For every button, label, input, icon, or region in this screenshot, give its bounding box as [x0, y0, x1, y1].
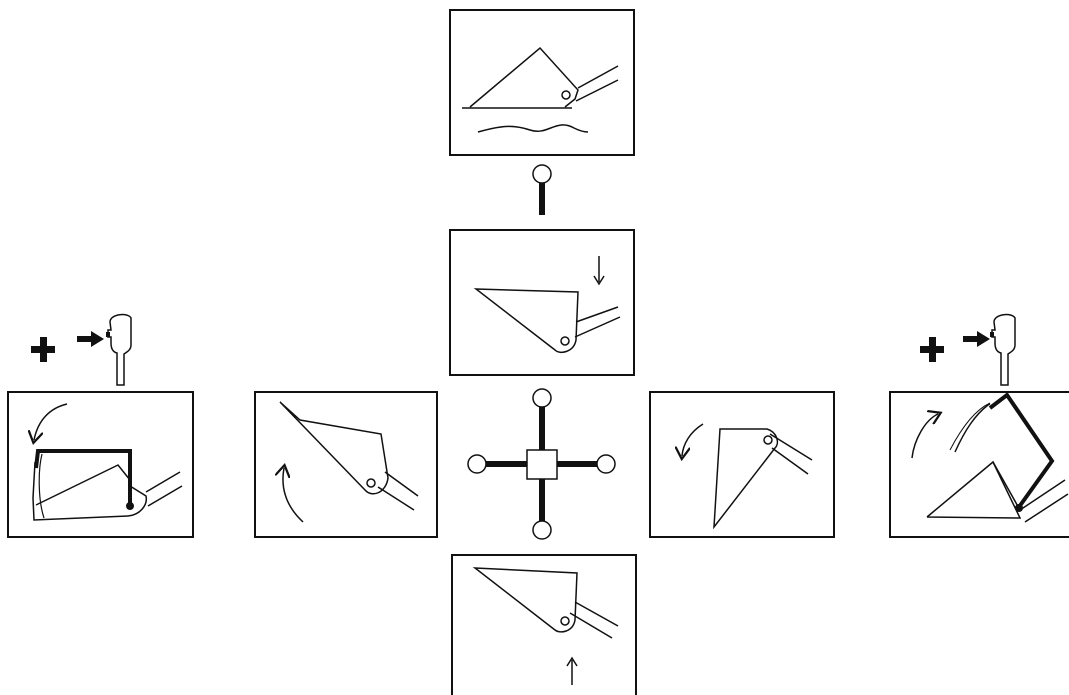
- plus-icon: [31, 337, 55, 362]
- panel-dump-extended: [889, 391, 1069, 538]
- bucket-raise-icon: [472, 567, 619, 685]
- arrow-right-icon: [77, 331, 104, 347]
- panel-dump-frame: [649, 391, 835, 538]
- button-indicator-right: [920, 313, 1016, 386]
- panel-lower-frame: [449, 229, 635, 376]
- pivot-dot: [126, 502, 134, 510]
- bucket-cylinder-bar: [988, 392, 1055, 509]
- bucket-dump-icon: [682, 423, 813, 530]
- bucket-float-icon: [462, 46, 619, 133]
- bucket-lower-icon: [473, 256, 621, 353]
- bucket-rollback-extended-icon: [33, 403, 183, 521]
- panel-float-frame: [449, 9, 635, 156]
- panel-rollback-extended-frame: [7, 391, 194, 538]
- pivot-dot: [1015, 504, 1023, 512]
- panel-raise: [451, 554, 637, 695]
- button-indicator-left: [31, 313, 132, 386]
- panel-rollback-extended: [7, 391, 194, 538]
- panel-float: [449, 9, 635, 156]
- joystick-button-icon: [990, 313, 1016, 386]
- bucket-cylinder-bar: [34, 449, 132, 505]
- bucket-rollback-icon: [280, 401, 419, 523]
- panel-raise-frame: [451, 554, 637, 695]
- bucket-dump-extended-icon: [911, 402, 1069, 523]
- panel-rollback-frame: [254, 391, 438, 538]
- joystick-button-icon: [106, 313, 132, 386]
- plus-icon: [920, 337, 944, 362]
- panel-rollback: [254, 391, 438, 538]
- arrow-right-icon: [963, 331, 990, 347]
- panel-lower: [449, 229, 635, 376]
- float-stick: [532, 164, 552, 215]
- panel-dump: [649, 391, 835, 538]
- joystick-icon: [467, 388, 616, 540]
